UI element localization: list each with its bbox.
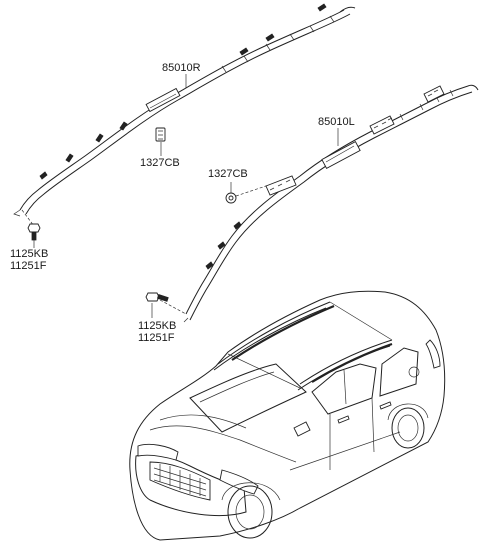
label-bolt-right-2: 11251F (10, 260, 47, 272)
label-clip-left: 1327CB (208, 168, 248, 180)
label-airbag-right: 85010R (162, 62, 201, 74)
clip-right (155, 127, 166, 156)
label-bolt-left-2: 11251F (138, 332, 175, 344)
bolt-left (145, 292, 187, 318)
curtain-airbag-right (13, 3, 356, 217)
label-bolt-left-1: 1125KB (138, 320, 177, 332)
bolt-right (21, 209, 41, 248)
vehicle-illustration (129, 290, 446, 541)
clip-left (225, 182, 267, 204)
label-bolt-right-1: 1125KB (10, 248, 49, 260)
curtain-airbag-left (183, 84, 479, 323)
label-airbag-left: 85010L (318, 116, 355, 128)
label-clip-right: 1327CB (140, 157, 180, 169)
